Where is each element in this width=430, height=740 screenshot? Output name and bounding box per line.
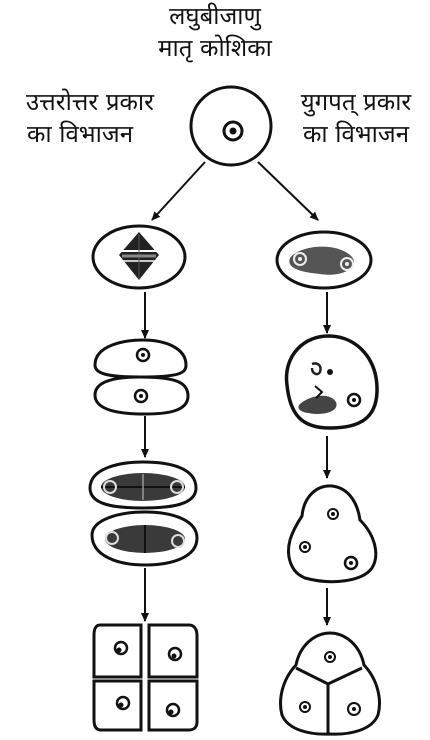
branch-arrow-left	[151, 161, 206, 221]
title-line-1: लघुबीजाणु	[169, 2, 261, 30]
simultaneous-stage-3-cell	[287, 484, 378, 584]
left-label-line-1: उत्तरोत्तर प्रकार	[26, 88, 154, 116]
branch-arrow-right	[257, 161, 319, 221]
left-label-line-2: का विभाजन	[26, 120, 134, 148]
successive-stage-2-dyad	[93, 338, 190, 416]
simultaneous-stage-4-tetrad	[279, 631, 381, 736]
simultaneous-stage-2-cell	[284, 334, 379, 430]
simultaneous-stage-1-cell	[275, 230, 373, 290]
title-line-2: मातृ कोशिका	[158, 34, 272, 62]
successive-stage-4-tetrad	[92, 623, 199, 732]
right-label-line-2: का विभाजन	[302, 120, 410, 148]
successive-stage-1-cell	[91, 224, 187, 290]
successive-stage-3-dividing-dyad	[88, 460, 199, 567]
right-label-line-1: युगपत् प्रकार	[300, 88, 412, 116]
mother-cell	[189, 85, 273, 167]
